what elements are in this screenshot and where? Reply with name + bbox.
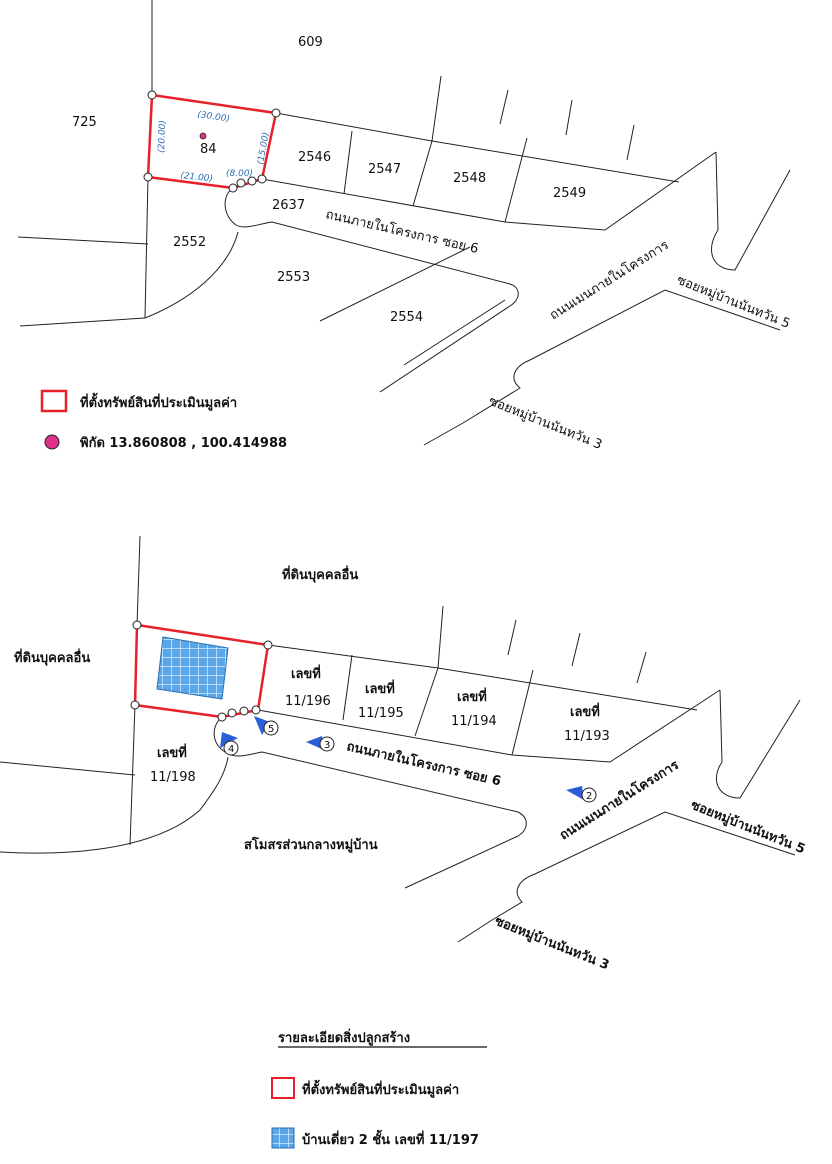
parcel-2553: 2553 [277,270,310,285]
map1-road-soi3: ซอยหมู่บ้านนันทวัน 3 [487,394,605,453]
map1-road-soi5: ซอยหมู่บ้านนันทวัน 5 [675,273,793,332]
map2-road-soi5: ซอยหมู่บ้านนันทวัน 5 [689,797,808,858]
parcel-2637: 2637 [272,198,305,213]
legend-coordinate-label: พิกัด 13.860808 , 100.414988 [80,436,287,451]
lot-11-196: 11/196 [285,694,331,709]
photo-marker-4[interactable]: 4 [220,732,239,756]
legend-coordinate-marker [44,434,60,450]
parcel-2554: 2554 [390,310,423,325]
lot-word-195: เลขที่ [365,679,395,697]
lot-11-195: 11/195 [358,706,404,721]
photo-marker-3-label: 3 [324,740,330,751]
parcel-725: 725 [72,115,97,130]
map2-road-main: ถนนเมนภายในโครงการ [556,756,682,843]
map1-road-main: ถนนเมนภายในโครงการ [547,237,672,323]
map1-location-marker [199,132,207,140]
lot-word-198: เลขที่ [157,743,187,761]
legend-title: รายละเอียดสิ่งปลูกสร้าง [278,1028,410,1046]
map2-road-soi6: ถนนภายในโครงการ ซอย 6 [345,737,503,789]
photo-marker-2[interactable]: 2 [566,786,597,803]
photo-marker-4-label: 4 [228,744,234,755]
legend-property-swatch [40,389,68,413]
label-club: สโมสรส่วนกลางหมู่บ้าน [244,836,378,853]
photo-marker-2-label: 2 [586,791,592,802]
map2-road-soi3: ซอยหมู่บ้านนันทวัน 3 [493,913,612,974]
dim-20: (20.00) [157,120,168,153]
label-other-land-left: ที่ดินบุคคลอื่น [14,648,90,666]
map1-lines [17,0,791,446]
lot-11-194: 11/194 [451,714,497,729]
dim-30: (30.00) [197,110,231,124]
parcel-2548: 2548 [453,171,486,186]
legend2-property-label: ที่ตั้งทรัพย์สินที่ประเมินมูลค่า [302,1079,459,1098]
map1-legend: ที่ตั้งทรัพย์สินที่ประเมินมูลค่า พิกัด 1… [40,389,287,451]
map2-property-boundary [130,620,273,722]
map2-lines [0,535,801,943]
legend2-property-swatch [271,1077,295,1099]
parcel-2552: 2552 [173,235,206,250]
photo-marker-5-label: 5 [268,724,274,735]
legend-property-label: ที่ตั้งทรัพย์สินที่ประเมินมูลค่า [80,392,237,411]
parcel-609: 609 [298,35,323,50]
legend-house-swatch [271,1127,295,1149]
lot-11-193: 11/193 [564,729,610,744]
map1-property-boundary [143,90,281,193]
dim-8: (8.00) [226,169,253,179]
lot-word-193: เลขที่ [570,702,600,720]
dim-21: (21.00) [180,171,214,184]
building-footprint [156,636,229,700]
map2-legend: รายละเอียดสิ่งปลูกสร้าง ที่ตั้งทรัพย์สิน… [271,1028,487,1149]
label-other-land-top: ที่ดินบุคคลอื่น [282,565,358,583]
photo-marker-5[interactable]: 5 [254,716,279,736]
parcel-2546: 2546 [298,150,331,165]
lot-word-194: เลขที่ [457,687,487,705]
lot-11-198: 11/198 [150,770,196,785]
parcel-84: 84 [200,142,217,157]
lot-word-196: เลขที่ [291,664,321,682]
photo-marker-3[interactable]: 3 [306,736,335,752]
legend-house-label: บ้านเดี่ยว 2 ชั้น เลขที่ 11/197 [302,1129,479,1148]
parcel-2547: 2547 [368,162,401,177]
parcel-2549: 2549 [553,186,586,201]
